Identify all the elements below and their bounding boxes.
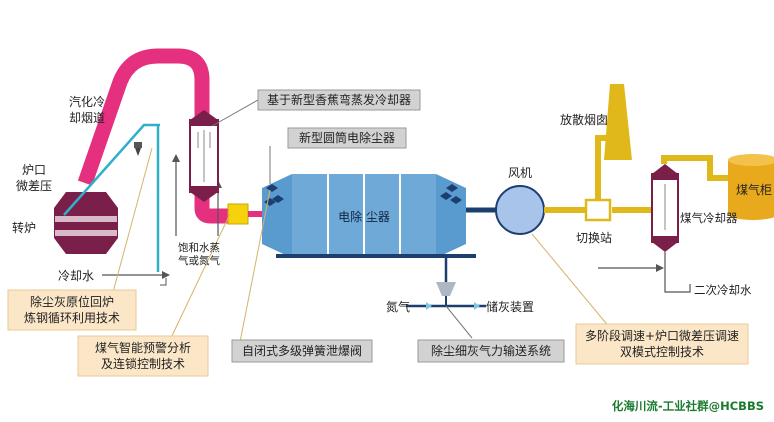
esp-label-box xyxy=(287,127,407,149)
steam-label: 饱和水蒸 xyxy=(178,242,220,254)
nitrogen-label: 氮气 xyxy=(386,299,410,314)
switch-station-label: 切换站 xyxy=(576,231,612,245)
gas-warning-box xyxy=(77,335,209,377)
stack-label: 放散烟囱 xyxy=(560,112,608,127)
steam-label-2: 气或氮气 xyxy=(178,254,220,267)
furnace-pressure-label: 炉口 xyxy=(22,163,46,177)
electrostatic-precipitator xyxy=(262,174,466,258)
secondary-water-label: 二次冷却水 xyxy=(694,283,752,297)
pneumatic-label: 除尘细灰气力输送系统 xyxy=(431,343,551,358)
esp-box-label: 新型圆筒电除尘器 xyxy=(299,130,395,145)
furnace-pressure-label-2: 微差压 xyxy=(16,179,52,193)
fan xyxy=(495,185,545,235)
esp-label: 电除 尘器 xyxy=(338,209,390,224)
valve-label: 自闭式多级弹簧泄爆阀 xyxy=(242,343,362,358)
gas-warning-label-2: 及连锁控制技术 xyxy=(101,356,185,371)
gas-cooler-label: 煤气冷却器 xyxy=(680,211,738,225)
gas-warning-label: 煤气智能预警分析 xyxy=(95,340,191,355)
junction-box xyxy=(227,203,249,225)
cooling-water-label: 冷却水 xyxy=(58,269,94,283)
dust-recycle-label: 除尘灰原位回炉 xyxy=(30,294,114,309)
dust-recycle-box xyxy=(7,289,137,331)
evap-cooler-label-box xyxy=(257,89,421,111)
gas-cooler xyxy=(651,164,679,252)
watermark: 化海川流-工业社群@HCBBS xyxy=(612,399,764,413)
dust-recycle-label-2: 炼钢循环利用技术 xyxy=(24,310,120,325)
evap-cooler-label: 基于新型香蕉弯蒸发冷却器 xyxy=(267,92,411,107)
flue-duct-label: 汽化冷 xyxy=(69,94,105,109)
water-valve xyxy=(135,148,141,156)
gas-holder xyxy=(728,154,774,220)
water-line xyxy=(63,123,160,216)
converter-label: 转炉 xyxy=(12,220,36,235)
multi-stage-label-2: 双模式控制技术 xyxy=(620,345,704,359)
evaporative-cooler xyxy=(189,110,219,202)
flue-duct xyxy=(77,48,228,224)
gas-holder-label: 煤气柜 xyxy=(736,182,772,197)
fan-label: 风机 xyxy=(508,166,532,180)
release-stack xyxy=(604,84,632,160)
ash-hopper xyxy=(436,282,456,296)
converter xyxy=(54,192,118,254)
ash-storage-label: 储灰装置 xyxy=(486,299,534,314)
switch-station xyxy=(584,198,612,222)
multi-stage-box xyxy=(575,323,749,365)
valve-box xyxy=(231,339,373,363)
flue-duct-label-2: 却烟道 xyxy=(69,111,105,125)
multi-stage-label: 多阶段调速+炉口微差压调速 xyxy=(585,328,739,343)
pneumatic-box xyxy=(417,339,565,363)
